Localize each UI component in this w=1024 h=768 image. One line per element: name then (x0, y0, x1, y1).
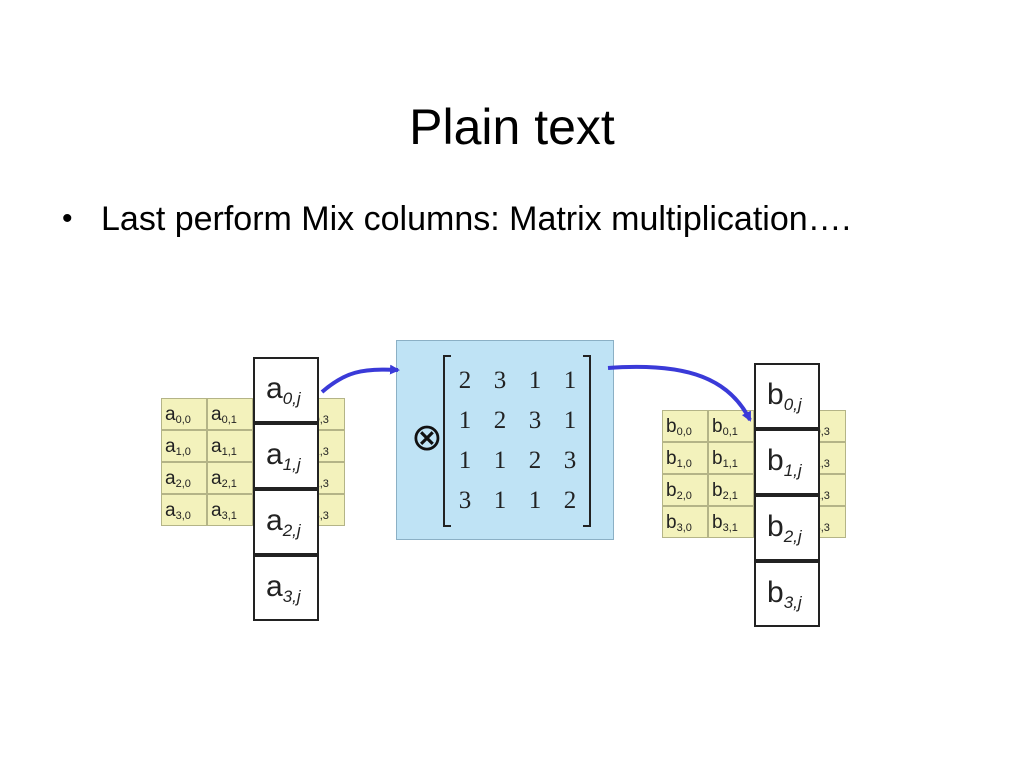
output-grid-cell: b3,0 (662, 506, 708, 538)
output-grid-cell: b0,0 (662, 410, 708, 442)
input-column-cell: a0,j (253, 357, 319, 423)
bullet-item: • Last perform Mix columns: Matrix multi… (60, 192, 880, 246)
input-grid-cell: a3,1 (207, 494, 253, 526)
matrix-entry: 1 (493, 487, 507, 514)
input-grid-cell: a0,1 (207, 398, 253, 430)
matrix-entry: 1 (563, 407, 577, 434)
matrix-entry: 2 (458, 367, 472, 394)
output-grid-cell: b2,0 (662, 474, 708, 506)
multiply-operator: ⊗ (411, 415, 443, 459)
input-grid-cell: a2,0 (161, 462, 207, 494)
matrix-entry: 3 (563, 447, 577, 474)
matrix-entry: 1 (528, 487, 542, 514)
matrix-entry: 3 (458, 487, 472, 514)
input-grid-cell: a0,0 (161, 398, 207, 430)
matrix-entry: 2 (563, 487, 577, 514)
matrix-entry: 1 (563, 367, 577, 394)
arrow-to-output (607, 364, 752, 422)
input-column-cell: a3,j (253, 555, 319, 621)
matrix-entry: 3 (528, 407, 542, 434)
input-column-cell: a2,j (253, 489, 319, 555)
matrix-entry: 1 (493, 447, 507, 474)
slide-title: Plain text (409, 99, 615, 155)
bullet-text: Last perform Mix columns: Matrix multipl… (101, 200, 852, 238)
output-grid-cell: b2,1 (708, 474, 754, 506)
input-grid-cell: a3,0 (161, 494, 207, 526)
input-column-cell: a1,j (253, 423, 319, 489)
output-column-cell: b3,j (754, 561, 820, 627)
input-grid-cell: a1,1 (207, 430, 253, 462)
output-grid-cell: b3,1 (708, 506, 754, 538)
matrix-entry: 1 (458, 407, 472, 434)
output-column-cell: b0,j (754, 363, 820, 429)
matrix-entry: 2 (493, 407, 507, 434)
matrix-entry: 1 (458, 447, 472, 474)
bullet-list: • Last perform Mix columns: Matrix multi… (60, 192, 880, 246)
input-grid-cell: a1,0 (161, 430, 207, 462)
bullet-dot: • (62, 202, 73, 235)
output-grid-cell: b1,1 (708, 442, 754, 474)
matrix-entry: 1 (528, 367, 542, 394)
arrow-to-matrix (320, 364, 400, 394)
output-column-cell: b2,j (754, 495, 820, 561)
matrix-entry: 2 (528, 447, 542, 474)
input-grid-cell: a2,1 (207, 462, 253, 494)
output-column-cell: b1,j (754, 429, 820, 495)
matrix-entry: 3 (493, 367, 507, 394)
output-grid-cell: b1,0 (662, 442, 708, 474)
